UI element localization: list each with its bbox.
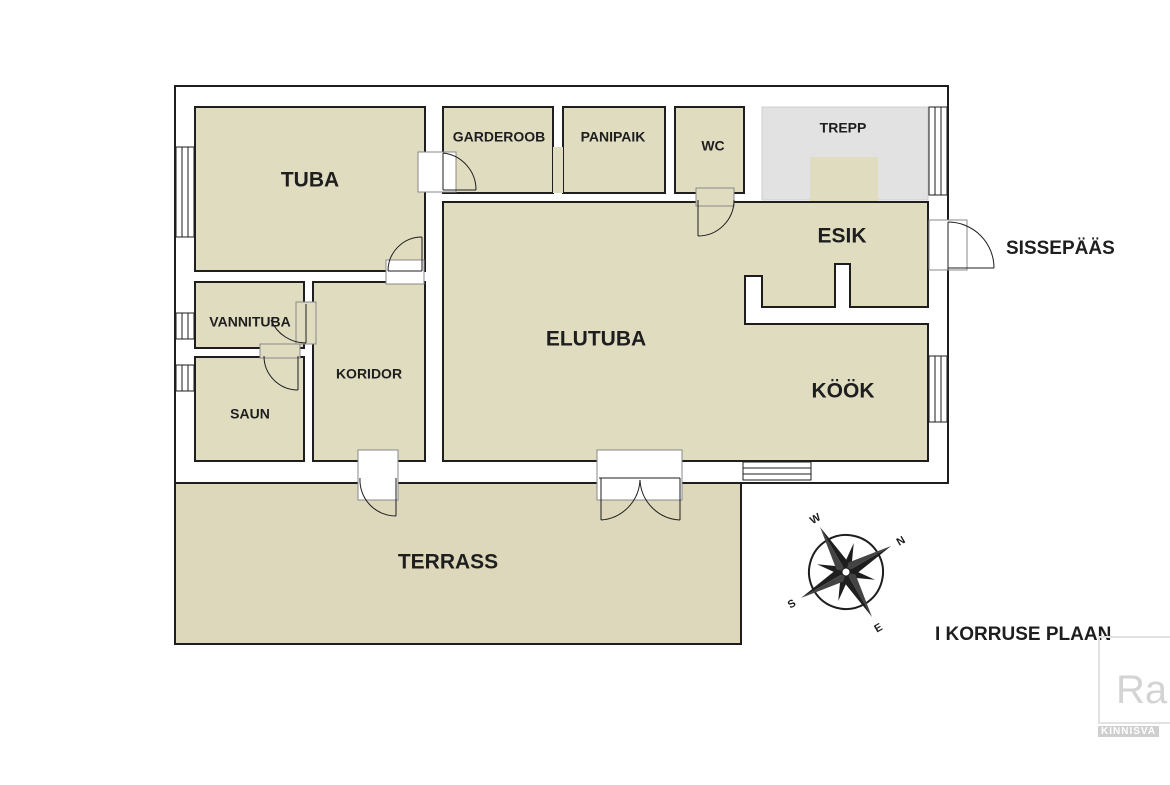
door-garderoob-opening [417, 151, 457, 193]
label-trepp: TREPP [820, 120, 867, 136]
label-panipaik: PANIPAIK [581, 129, 646, 145]
room-wc [674, 106, 745, 194]
label-wc: WC [701, 138, 724, 154]
watermark-subtext: KINNISVA [1098, 726, 1160, 737]
room-koridor [312, 281, 426, 462]
door-elutuba-swing-left [600, 479, 641, 521]
room-saun [194, 356, 305, 462]
door-saun-swing [263, 355, 299, 391]
door-tuba-opening [385, 259, 425, 285]
door-vannituba-swing [270, 319, 307, 344]
door-panipaik-opening [553, 147, 563, 193]
door-wc-swing [697, 199, 735, 237]
compass-w: W [808, 511, 824, 527]
door-tuba-swing [387, 236, 423, 272]
door-elutuba-opening [596, 449, 683, 501]
door-wc-opening [695, 187, 735, 207]
label-tuba: TUBA [281, 169, 339, 192]
label-koridor: KORIDOR [336, 366, 402, 382]
entrance-label: SISSEPÄÄS [1006, 238, 1115, 259]
label-terrass: TERRASS [398, 551, 498, 574]
room-garderoob [442, 106, 554, 194]
window-vannituba [175, 312, 195, 340]
windows [175, 106, 948, 481]
room-panipaik [562, 106, 666, 194]
room-tuba [194, 106, 426, 272]
window-elutuba-bottom [742, 461, 812, 481]
watermark-frame [1098, 636, 1170, 724]
agency-watermark-logo: Ra KINNISVA [1098, 636, 1170, 737]
window-tuba [175, 146, 195, 238]
label-garderoob: GARDEROOB [453, 129, 546, 145]
compass-rose: W E N S [786, 511, 908, 635]
compass-n: N [895, 534, 908, 548]
window-trepp [928, 106, 948, 196]
compass-s: S [786, 597, 798, 611]
door-garderoob-swing [442, 152, 477, 191]
room-elutuba-kook-esik [442, 201, 929, 462]
label-elutuba: ELUTUBA [546, 328, 646, 351]
floor-plan-title: I KORRUSE PLAAN [935, 624, 1112, 645]
door-koridor-swing [359, 477, 397, 517]
door-koridor-opening [357, 449, 399, 501]
label-esik: ESIK [817, 225, 866, 248]
window-kook [928, 355, 948, 423]
door-entrance-swing [947, 221, 995, 269]
terrace-area [174, 482, 742, 645]
door-elutuba-swing-right [639, 479, 681, 521]
label-vannituba: VANNITUBA [209, 314, 290, 330]
window-saun [175, 364, 195, 392]
doors [259, 147, 995, 521]
stair-landing [810, 157, 878, 202]
door-saun-opening [259, 343, 301, 359]
watermark-text: Ra [1116, 668, 1168, 712]
label-saun: SAUN [230, 406, 270, 422]
label-kook: KÖÖK [812, 380, 875, 403]
compass-e: E [872, 621, 884, 635]
